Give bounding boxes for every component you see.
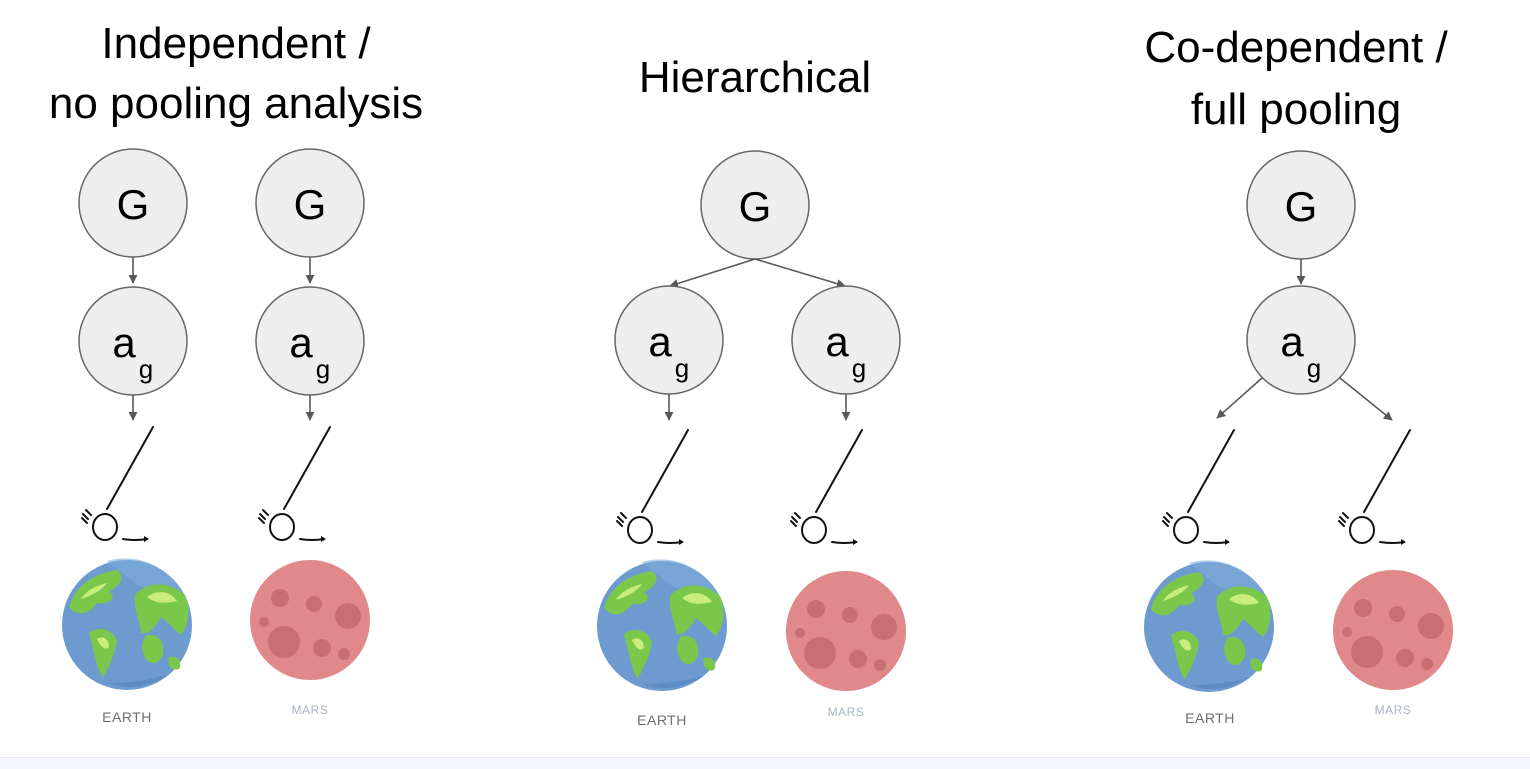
node-a-label: a [1280, 318, 1304, 365]
node-a-label: a [289, 319, 313, 366]
bottom-band [0, 757, 1530, 769]
mars-icon [1333, 570, 1453, 690]
mars-icon [786, 571, 906, 691]
mars-icon [250, 560, 370, 680]
panel-title-line: no pooling analysis [49, 79, 423, 128]
node-ag: a g [78, 286, 188, 396]
node-a-subscript: g [675, 353, 689, 383]
edge-arrow [1216, 377, 1263, 419]
node-g: G [78, 148, 188, 258]
pendulum-icon [790, 429, 863, 546]
node-ag: a g [791, 285, 901, 395]
node-g: G [255, 148, 365, 258]
panel-hierarchical: Hierarchical G a g a g EARTH MARS [597, 53, 906, 728]
node-g: G [700, 150, 810, 260]
planet-label-mars: MARS [1375, 703, 1412, 717]
node-a-subscript: g [316, 354, 330, 384]
node-g: G [1246, 150, 1356, 260]
node-a-subscript: g [852, 353, 866, 383]
panel-independent: Independent / no pooling analysis G a g … [49, 19, 423, 725]
node-g-label: G [117, 181, 150, 228]
pendulum-icon [258, 426, 331, 543]
node-a-subscript: g [1307, 353, 1321, 383]
node-ag: a g [255, 286, 365, 396]
edge-arrow [1339, 377, 1393, 421]
planet-label-mars: MARS [292, 703, 329, 717]
earth-icon [62, 558, 192, 690]
node-a-subscript: g [139, 354, 153, 384]
node-ag: a g [614, 285, 724, 395]
pendulum-icon [1338, 429, 1411, 546]
planet-label-mars: MARS [828, 705, 865, 719]
edge-arrow [754, 258, 846, 288]
planet-label-earth: EARTH [102, 709, 152, 725]
panel-title-line: Hierarchical [639, 53, 871, 102]
edge-arrow [669, 258, 756, 288]
node-g-label: G [294, 181, 327, 228]
panel-title-line: full pooling [1191, 85, 1401, 134]
pendulum-icon [616, 429, 689, 546]
panel-codependent: Co-dependent / full pooling G a g EARTH … [1144, 23, 1453, 726]
node-g-label: G [739, 183, 772, 230]
node-a-label: a [112, 319, 136, 366]
node-a-label: a [648, 318, 672, 365]
pendulum-icon [81, 426, 154, 543]
node-g-label: G [1285, 183, 1318, 230]
planet-label-earth: EARTH [637, 712, 687, 728]
earth-icon [1144, 560, 1274, 692]
pendulum-icon [1162, 429, 1235, 546]
planet-label-earth: EARTH [1185, 710, 1235, 726]
node-a-label: a [825, 318, 849, 365]
node-ag: a g [1246, 285, 1356, 395]
earth-icon [597, 559, 727, 691]
panel-title-line: Co-dependent / [1144, 23, 1448, 72]
panel-title-line: Independent / [101, 19, 371, 68]
